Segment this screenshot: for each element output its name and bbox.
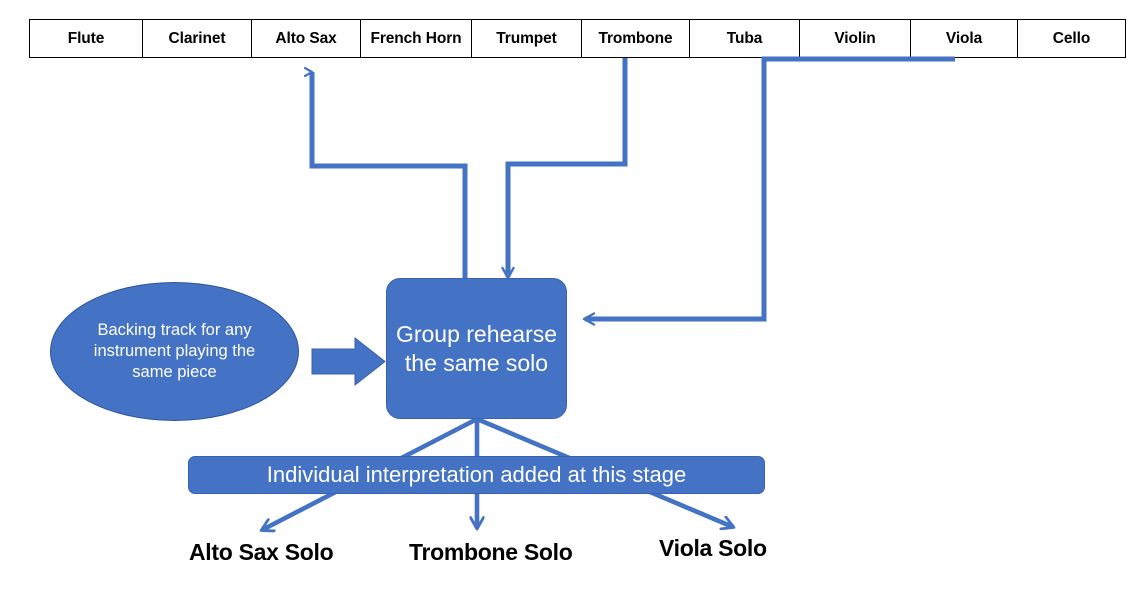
- table-cell-trumpet[interactable]: Trumpet: [471, 19, 582, 58]
- table-cell-french-horn[interactable]: French Horn: [360, 19, 472, 58]
- table-cell-clarinet[interactable]: Clarinet: [142, 19, 252, 58]
- solo-label-alto-sax: Alto Sax Solo: [189, 539, 334, 565]
- table-cell-tuba[interactable]: Tuba: [689, 19, 800, 58]
- table-cell-flute[interactable]: Flute: [29, 19, 143, 58]
- table-cell-trombone[interactable]: Trombone: [581, 19, 690, 58]
- connector-group-to-alto-sax: [312, 72, 468, 278]
- group-rehearse-node[interactable]: Group rehearse the same solo: [386, 278, 567, 419]
- table-cell-cello[interactable]: Cello: [1017, 19, 1126, 58]
- table-cell-violin[interactable]: Violin: [799, 19, 911, 58]
- connector-violin-viola-to-group: [582, 56, 955, 326]
- backing-track-node[interactable]: Backing track for any instrument playing…: [50, 282, 299, 421]
- solo-label-viola: Viola Solo: [659, 535, 767, 561]
- table-cell-viola[interactable]: Viola: [910, 19, 1018, 58]
- individual-interpretation-node[interactable]: Individual interpretation added at this …: [188, 456, 765, 494]
- table-row: Flute Clarinet Alto Sax French Horn Trum…: [29, 19, 1126, 58]
- table-cell-alto-sax[interactable]: Alto Sax: [251, 19, 361, 58]
- solo-label-trombone: Trombone Solo: [409, 539, 573, 565]
- connector-trombone-to-group: [501, 58, 628, 280]
- instrument-table: Flute Clarinet Alto Sax French Horn Trum…: [29, 19, 1126, 58]
- connector-backing-track-to-group: [311, 336, 386, 387]
